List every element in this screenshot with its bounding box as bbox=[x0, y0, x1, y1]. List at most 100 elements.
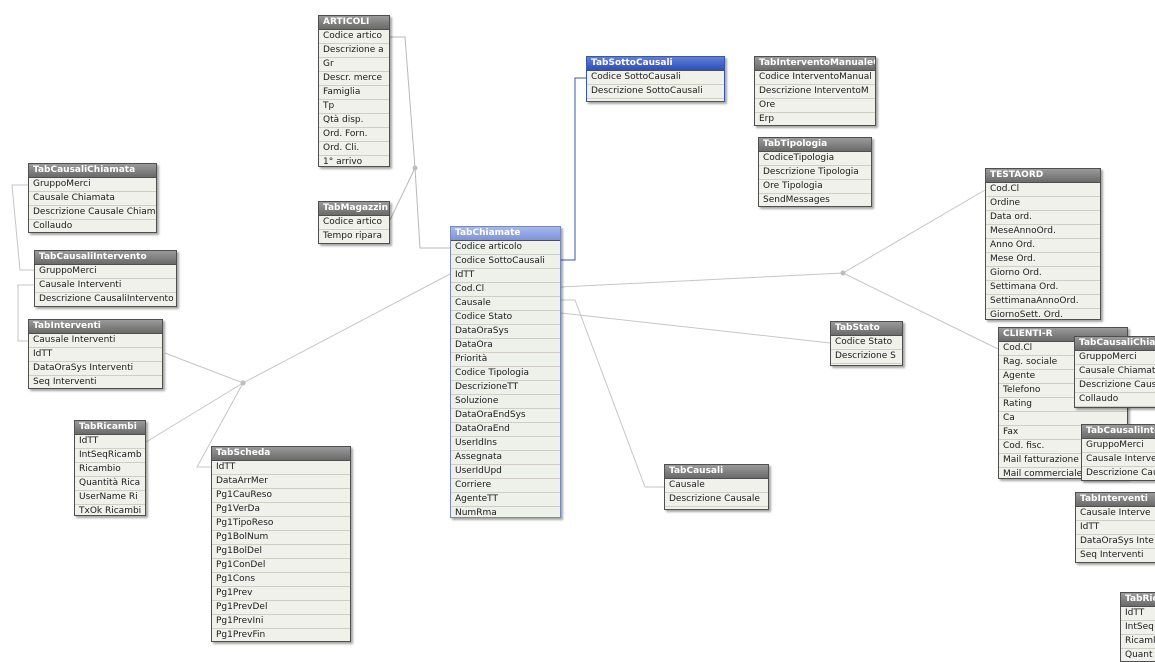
field-row[interactable]: Descrizione Causale bbox=[665, 493, 768, 507]
table-title[interactable]: TabInterventoManualeC bbox=[755, 57, 875, 71]
field-row[interactable]: Ore Tipologia bbox=[759, 180, 871, 194]
field-row[interactable]: Codice artico bbox=[319, 216, 389, 230]
field-row[interactable]: Ore bbox=[755, 99, 875, 113]
field-row[interactable]: SettimanaAnnoOrd. bbox=[986, 295, 1100, 309]
field-row[interactable]: IdTT bbox=[1076, 521, 1155, 535]
field-row[interactable]: Codice Tipologia bbox=[451, 367, 560, 381]
field-row[interactable]: Ricambio bbox=[75, 463, 145, 477]
field-row[interactable]: Codice artico bbox=[319, 30, 389, 44]
field-row[interactable]: IntSeqRicamb bbox=[75, 449, 145, 463]
field-row[interactable]: IdTT bbox=[1121, 607, 1155, 621]
field-row[interactable]: IntSeq bbox=[1121, 621, 1155, 635]
field-row[interactable]: Descrizione Cau bbox=[1082, 467, 1155, 480]
field-row[interactable]: Telefono bbox=[999, 384, 1127, 398]
field-row[interactable]: Pg1CauReso bbox=[212, 489, 350, 503]
field-row[interactable]: Causale Interve bbox=[1076, 507, 1155, 521]
field-row[interactable]: GruppoMerci bbox=[1082, 439, 1155, 453]
field-row[interactable]: Settimana Ord. bbox=[986, 281, 1100, 295]
field-row[interactable]: Collaudo bbox=[1075, 393, 1155, 407]
field-row[interactable]: Pg1PrevIni bbox=[212, 615, 350, 629]
field-row[interactable]: Descrizione CausaliIntervento bbox=[35, 293, 176, 306]
field-row[interactable]: Anno Ord. bbox=[986, 239, 1100, 253]
field-row[interactable]: Pg1PrevFin bbox=[212, 629, 350, 641]
field-row[interactable]: Ord. Forn. bbox=[319, 128, 389, 142]
field-row[interactable]: Descrizione Caus bbox=[1075, 379, 1155, 393]
field-row[interactable]: Causale bbox=[451, 297, 560, 311]
field-row[interactable]: DataOraSys Interventi bbox=[29, 362, 162, 376]
field-row[interactable]: Corriere bbox=[451, 479, 560, 493]
field-row[interactable]: Fax bbox=[999, 426, 1127, 440]
field-row[interactable]: IdTT bbox=[75, 435, 145, 449]
table-title[interactable]: TabStato bbox=[831, 322, 902, 336]
field-row[interactable]: Quantità Rica bbox=[75, 477, 145, 491]
table-tabcausalichiamata2[interactable]: TabCausaliChiamGruppoMerciCausale Chiama… bbox=[1074, 336, 1155, 408]
field-row[interactable]: Causale Interventi bbox=[29, 334, 162, 348]
field-row[interactable]: Codice Stato bbox=[831, 336, 902, 350]
field-row[interactable]: NumRma bbox=[451, 507, 560, 517]
field-row[interactable]: Descr. merce bbox=[319, 72, 389, 86]
field-row[interactable]: Pg1VerDa bbox=[212, 503, 350, 517]
field-row[interactable]: Pg1PrevDel bbox=[212, 601, 350, 615]
field-row[interactable]: Qtà disp. bbox=[319, 114, 389, 128]
field-row[interactable]: Mail fatturazione bbox=[999, 454, 1127, 468]
table-title[interactable]: TabCausaliIntervento bbox=[35, 251, 176, 265]
field-row[interactable]: DataOraSys bbox=[451, 325, 560, 339]
field-row[interactable]: CodiceTipologia bbox=[759, 152, 871, 166]
table-title[interactable]: TabChiamate bbox=[451, 227, 560, 241]
table-title[interactable]: TabCausaliInte bbox=[1082, 425, 1155, 439]
field-row[interactable]: GruppoMerci bbox=[1075, 351, 1155, 365]
field-row[interactable]: Causale Interve bbox=[1082, 453, 1155, 467]
field-row[interactable]: IdTT bbox=[451, 269, 560, 283]
field-row[interactable]: GiornoSett. Ord. bbox=[986, 309, 1100, 319]
field-row[interactable]: Descrizione S bbox=[831, 350, 902, 364]
table-title[interactable]: ARTICOLI bbox=[319, 16, 389, 30]
field-row[interactable]: Descrizione Causale Chiam bbox=[29, 206, 156, 220]
field-row[interactable]: Erp bbox=[755, 113, 875, 125]
field-row[interactable]: Data ord. bbox=[986, 211, 1100, 225]
field-row[interactable]: UserName Ri bbox=[75, 491, 145, 505]
field-row[interactable]: Priorità bbox=[451, 353, 560, 367]
table-title[interactable]: TabInterventi bbox=[29, 320, 162, 334]
field-row[interactable]: MeseAnnoOrd. bbox=[986, 225, 1100, 239]
table-title[interactable]: TabMagazzin bbox=[319, 202, 389, 216]
field-row[interactable]: AgenteTT bbox=[451, 493, 560, 507]
field-row[interactable]: Codice Stato bbox=[451, 311, 560, 325]
table-title[interactable]: TESTAORD bbox=[986, 169, 1100, 183]
field-row[interactable]: Seq Interventi bbox=[29, 376, 162, 388]
field-row[interactable]: SendMessages bbox=[759, 194, 871, 206]
field-row[interactable]: Cod.Cl bbox=[999, 342, 1127, 356]
field-row[interactable]: Tempo ripara bbox=[319, 230, 389, 243]
field-row[interactable]: DataOraSys Inte bbox=[1076, 535, 1155, 549]
field-row[interactable]: IdTT bbox=[29, 348, 162, 362]
field-row[interactable]: Descrizione InterventoM bbox=[755, 85, 875, 99]
field-row[interactable]: GruppoMerci bbox=[35, 265, 176, 279]
field-row[interactable]: Descrizione SottoCausali bbox=[587, 85, 724, 99]
field-row[interactable]: Pg1BolNum bbox=[212, 531, 350, 545]
table-title[interactable]: TabCausaliChiam bbox=[1075, 337, 1155, 351]
field-row[interactable]: UserIdUpd bbox=[451, 465, 560, 479]
field-row[interactable]: 1° arrivo bbox=[319, 156, 389, 166]
table-title[interactable]: TabTipologia bbox=[759, 138, 871, 152]
field-row[interactable]: Causale Chiamata bbox=[29, 192, 156, 206]
field-row[interactable]: Mese Ord. bbox=[986, 253, 1100, 267]
field-row[interactable]: Pg1TipoReso bbox=[212, 517, 350, 531]
field-row[interactable]: Giorno Ord. bbox=[986, 267, 1100, 281]
field-row[interactable]: Soluzione bbox=[451, 395, 560, 409]
field-row[interactable]: DescrizioneTT bbox=[451, 381, 560, 395]
